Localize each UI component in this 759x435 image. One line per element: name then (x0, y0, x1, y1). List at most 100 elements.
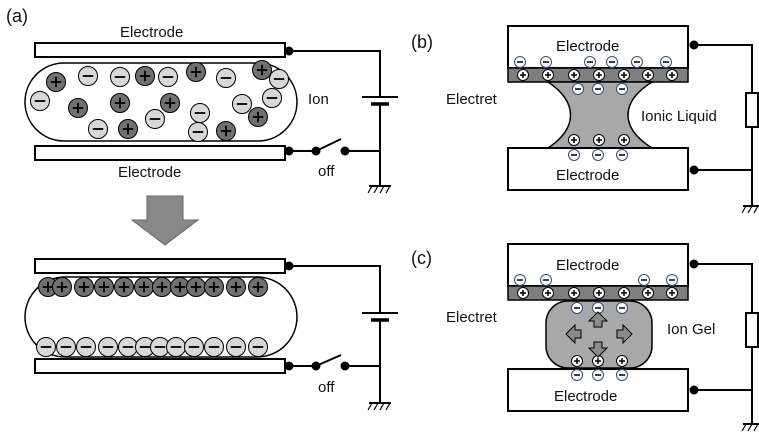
negative-charge-icon (572, 83, 584, 95)
anion-icon (145, 109, 165, 129)
anion-icon (262, 88, 282, 108)
bottom-electrode-plate (34, 358, 286, 374)
anion-icon (135, 337, 155, 357)
anion-icon (118, 337, 138, 357)
positive-charge-icon (616, 355, 628, 367)
positive-charge-icon (666, 69, 678, 81)
panel-a-bottom: off (24, 258, 398, 411)
cation-icon (204, 277, 224, 297)
panel-a-label: (a) (6, 6, 28, 26)
anion-icon (216, 68, 236, 88)
negative-charge-icon (540, 56, 552, 68)
panel-c: (c) Electrode Electrode Electret Ion Gel (411, 243, 759, 432)
top-electrode-label: Electrode (120, 24, 183, 41)
cation-icon (248, 107, 268, 127)
cation-icon (186, 277, 206, 297)
ion-container (24, 276, 298, 358)
cation-icon (152, 277, 172, 297)
top-electrode (507, 25, 689, 69)
positive-charge-icon (542, 69, 554, 81)
cation-icon (94, 277, 114, 297)
anion-icon (30, 91, 50, 111)
negative-charge-icon (638, 274, 650, 286)
positive-charge-icon (618, 69, 630, 81)
circuit-a-bottom (284, 261, 398, 411)
separated-ions-group (36, 277, 268, 357)
panel-c-label: (c) (411, 248, 432, 268)
negative-charge-icon (616, 83, 628, 95)
cation-icon (135, 66, 155, 86)
positive-charge-icon (618, 287, 630, 299)
positive-charge-icon (517, 287, 529, 299)
arrow-down-icon (587, 341, 609, 358)
cation-icon (252, 60, 272, 80)
positive-charge-icon (593, 69, 605, 81)
circuit-b (689, 40, 759, 214)
switch-off-label: off (318, 379, 335, 396)
anion-icon (269, 69, 289, 89)
negative-charge-icon (616, 149, 628, 161)
bottom-electrode-label: Electrode (118, 164, 181, 181)
negative-charge-icon (606, 56, 618, 68)
anion-icon (76, 337, 96, 357)
positive-charge-icon (571, 355, 583, 367)
top-electrode-plate (34, 42, 286, 58)
panel-a-top: (a) Electrode Electrode Ion off (6, 6, 398, 194)
positive-charge-icon (542, 287, 554, 299)
top-electrode-label: Electrode (556, 257, 619, 274)
anion-icon (56, 337, 76, 357)
positive-charge-icon (618, 134, 630, 146)
cation-icon (46, 72, 66, 92)
ionic-liquid-label: Ionic Liquid (641, 108, 717, 125)
negative-charge-icon (568, 149, 580, 161)
negative-charge-icon (584, 56, 596, 68)
switch-off-label: off (318, 163, 335, 180)
arrow-up-icon (587, 311, 609, 328)
bottom-electrode-label: Electrode (556, 167, 619, 184)
positive-charge-icon (568, 287, 580, 299)
ion-gel-label: Ion Gel (667, 321, 715, 338)
circuit-a-top (284, 46, 398, 194)
negative-charge-icon (666, 274, 678, 286)
positive-charge-icon (642, 287, 654, 299)
cation-icon (134, 277, 154, 297)
ion-label: Ion (308, 91, 329, 108)
positive-charge-icon (568, 134, 580, 146)
bottom-electrode-plate (34, 145, 286, 161)
negative-charge-icon (592, 149, 604, 161)
anion-icon (98, 337, 118, 357)
cation-icon (216, 121, 236, 141)
negative-charge-icon (592, 369, 604, 381)
positive-charge-icon (666, 287, 678, 299)
negative-charge-icon (540, 274, 552, 286)
anion-icon (166, 337, 186, 357)
cation-icon (160, 93, 180, 113)
positive-charge-icon (517, 69, 529, 81)
anion-icon (232, 94, 252, 114)
negative-charge-icon (571, 302, 583, 314)
arrow-left-icon (565, 323, 582, 345)
negative-charge-icon (514, 56, 526, 68)
cation-icon (114, 277, 134, 297)
panel-b: (b) Electrode Electrode Electret Ionic L… (411, 25, 759, 214)
panel-b-label: (b) (411, 32, 433, 52)
anion-icon (184, 337, 204, 357)
negative-charge-icon (660, 56, 672, 68)
negative-charge-icon (616, 302, 628, 314)
circuit-c (689, 259, 759, 432)
cation-icon (248, 277, 268, 297)
cation-icon (226, 277, 246, 297)
anion-icon (248, 337, 268, 357)
cation-icon (52, 277, 72, 297)
negative-charge-icon (631, 56, 643, 68)
anion-icon (78, 66, 98, 86)
cation-icon (110, 93, 130, 113)
anion-icon (190, 103, 210, 123)
anion-icon (158, 67, 178, 87)
electret-label: Electret (446, 91, 498, 108)
top-electrode-plate (34, 258, 286, 274)
positive-charge-icon (568, 69, 580, 81)
arrow-right-icon (616, 323, 633, 345)
cation-icon (68, 98, 88, 118)
